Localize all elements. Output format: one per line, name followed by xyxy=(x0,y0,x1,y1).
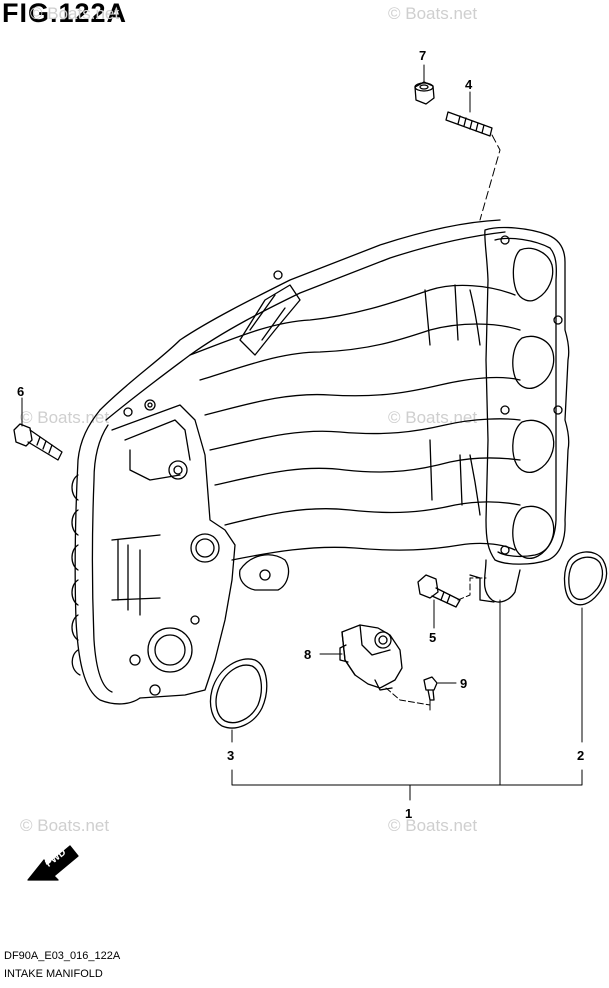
diagram-caption: INTAKE MANIFOLD xyxy=(4,968,103,980)
figure-title: FIG.122A xyxy=(2,0,128,28)
forward-arrow-icon xyxy=(27,845,79,881)
part-3-gasket xyxy=(209,658,268,729)
watermark-bottom-right: © Boats.net xyxy=(388,816,478,835)
part-5-bolt xyxy=(417,574,461,608)
intake-manifold xyxy=(71,219,570,705)
part-6-bolt xyxy=(13,423,63,461)
watermark-top-left: © Boats.net xyxy=(30,4,120,23)
callout-7: 7 xyxy=(419,48,426,63)
part-7-nut xyxy=(414,81,435,105)
part-9-screw xyxy=(423,676,438,701)
callout-2: 2 xyxy=(577,748,584,763)
callout-9: 9 xyxy=(460,676,467,691)
part-2-gasket xyxy=(563,551,608,606)
callout-1: 1 xyxy=(405,806,412,821)
callout-3: 3 xyxy=(227,748,234,763)
diagram-code: DF90A_E03_016_122A xyxy=(4,950,121,962)
watermark-mid-right: © Boats.net xyxy=(388,408,478,427)
watermark-top-right: © Boats.net xyxy=(388,4,478,23)
part-8-sensor xyxy=(339,624,403,691)
part-4-stud-bolt xyxy=(445,111,493,137)
watermark-mid-left: © Boats.net xyxy=(20,408,110,427)
callout-5: 5 xyxy=(429,630,436,645)
watermark-bottom-left: © Boats.net xyxy=(20,816,110,835)
callout-6: 6 xyxy=(17,384,24,399)
callout-8: 8 xyxy=(304,647,311,662)
leader-lines xyxy=(21,64,583,801)
callout-4: 4 xyxy=(465,77,473,92)
